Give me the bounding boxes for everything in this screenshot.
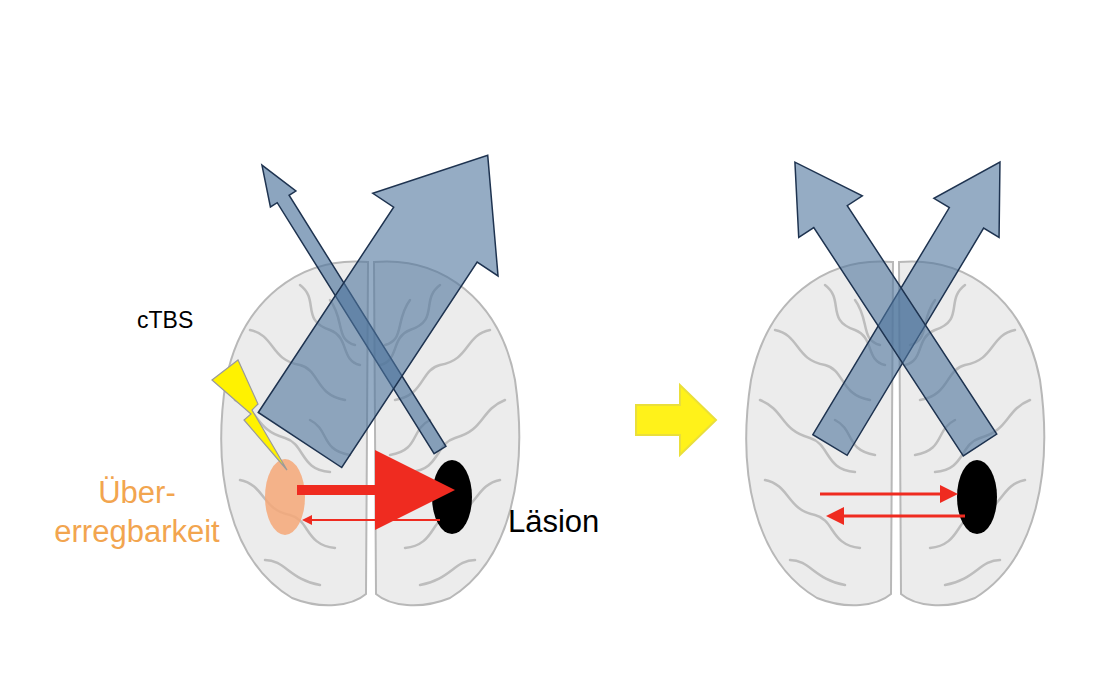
lesion [957,460,997,534]
output-arrow [763,141,1012,465]
lesion [432,460,472,534]
inhibition-arrow [297,485,425,495]
inhibition-arrow [306,519,440,521]
hyperexcitability-label: Über- erregbarkeit [22,474,252,552]
stimulation-label: cTBS [137,306,257,335]
inhibition-arrow [820,493,952,496]
lesion-label: Läsion [508,503,668,542]
stimulation-bolt [212,360,287,470]
transition-arrow [636,385,716,455]
inhibition-arrow [832,515,965,518]
hyperexcitable-area [265,459,305,535]
output-arrow [237,114,550,481]
